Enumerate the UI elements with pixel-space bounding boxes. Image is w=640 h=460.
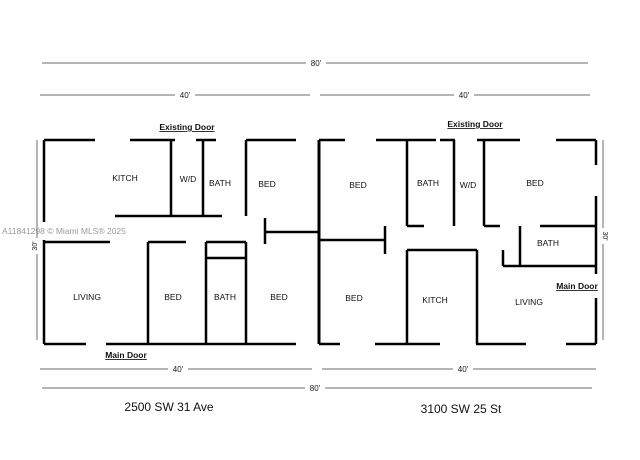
dimension-bottom-right-label: 40' — [458, 365, 469, 374]
door-label-left-existing: Existing Door — [159, 122, 215, 132]
room-label-right-bath-mid: BATH — [537, 238, 559, 248]
dimension-bottom-right: 40' — [322, 363, 596, 375]
dimension-top-right: 40' — [320, 89, 590, 101]
room-label-left-bed-top: BED — [258, 179, 275, 189]
room-label-left-wd: W/D — [180, 174, 197, 184]
room-label-right-wd: W/D — [460, 180, 477, 190]
room-label-left-bath-top: BATH — [209, 178, 231, 188]
dimension-bottom-left-label: 40' — [173, 365, 184, 374]
dimension-top-left: 40' — [40, 89, 310, 101]
dimension-right-depth: 30' — [596, 140, 610, 340]
dimension-top-left-label: 40' — [180, 91, 191, 100]
door-label-right-main: Main Door — [556, 281, 598, 291]
address-right: 3100 SW 25 St — [421, 402, 502, 416]
room-label-left-bath-bottom: BATH — [214, 292, 236, 302]
door-label-left-main: Main Door — [105, 350, 147, 360]
room-label-right-bed-bottom-left: BED — [345, 293, 362, 303]
room-label-left-living: LIVING — [73, 292, 101, 302]
dimension-bottom-total: 80' — [42, 382, 592, 394]
room-label-left-bed-bottom-right: BED — [270, 292, 287, 302]
room-label-left-bed-bottom: BED — [164, 292, 181, 302]
room-label-right-bed-top-right: BED — [526, 178, 543, 188]
dimension-left-depth: 30' — [30, 140, 44, 340]
address-left: 2500 SW 31 Ave — [124, 400, 214, 414]
dimension-bottom-total-label: 80' — [310, 384, 321, 393]
dimension-top-total-label: 80' — [311, 59, 322, 68]
watermark: A11841298 © Miami MLS® 2025 — [2, 226, 126, 236]
dimension-top-total: 80' — [42, 57, 588, 69]
room-label-right-living: LIVING — [515, 297, 543, 307]
dimension-left-depth-label: 30' — [32, 241, 39, 250]
room-label-left-kitch: KITCH — [112, 173, 138, 183]
dimension-right-depth-label: 30' — [601, 231, 608, 240]
room-label-right-bath-top: BATH — [417, 178, 439, 188]
left-unit-walls — [42, 138, 319, 346]
dimension-top-right-label: 40' — [459, 91, 470, 100]
door-label-right-existing: Existing Door — [447, 119, 503, 129]
room-label-right-kitch: KITCH — [422, 295, 448, 305]
dimension-bottom-left: 40' — [40, 363, 312, 375]
room-label-right-bed-top-left: BED — [349, 180, 366, 190]
right-unit-walls — [319, 138, 598, 346]
